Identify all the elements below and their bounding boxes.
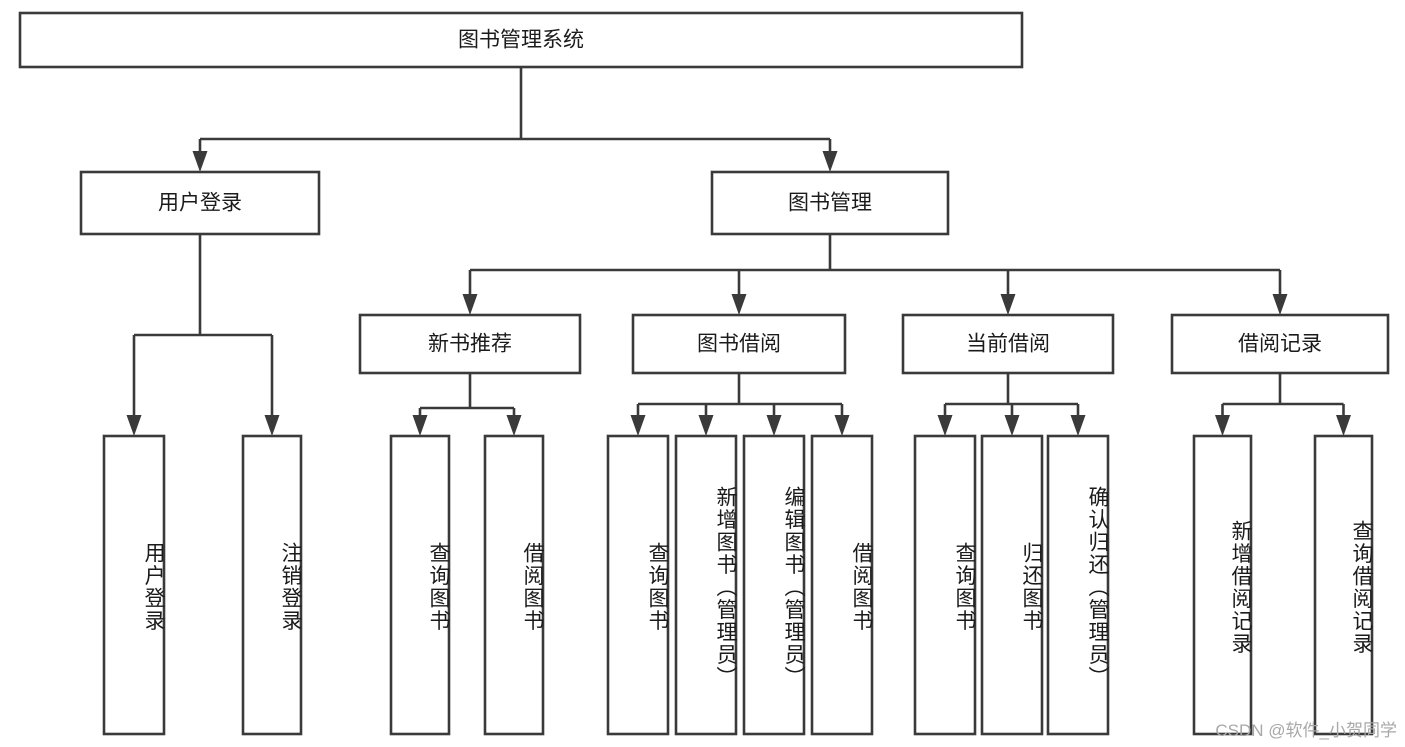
node-box-leaf-query-record[interactable] [1313, 434, 1374, 736]
node-box-leaf-query-book-1[interactable] [389, 434, 451, 736]
arrow-head-icon [834, 415, 850, 436]
node-box-book-manage[interactable] [710, 170, 950, 236]
arrow-head-icon [412, 415, 428, 436]
arrow-head-icon [937, 415, 953, 436]
node-box-root[interactable] [18, 11, 1024, 69]
arrow-head-icon [462, 294, 478, 315]
arrow-head-icon [1272, 294, 1288, 315]
arrow-head-icon [192, 151, 208, 172]
arrow-head-icon [1215, 415, 1230, 436]
node-box-leaf-query-book-2[interactable] [606, 434, 670, 736]
arrow-head-icon [766, 415, 782, 436]
node-label-book-manage: 图书管理 [788, 192, 872, 215]
arrow-head-icon [731, 294, 747, 315]
node-box-leaf-add-record[interactable] [1192, 434, 1253, 736]
node-box-user-login[interactable] [79, 170, 321, 236]
node-box-leaf-borrow-book-1[interactable] [483, 434, 545, 736]
arrow-head-icon [630, 415, 646, 436]
arrow-head-icon [506, 415, 522, 436]
node-box-new-book-rec[interactable] [358, 313, 582, 375]
node-box-leaf-add-book[interactable] [674, 434, 738, 736]
node-label-book-borrow: 图书借阅 [697, 333, 781, 356]
node-box-leaf-logout[interactable] [241, 434, 303, 736]
node-label-current-borrow: 当前借阅 [966, 333, 1050, 356]
arrow-head-icon [264, 415, 280, 436]
node-box-book-borrow[interactable] [631, 313, 847, 375]
arrow-head-icon [1336, 415, 1351, 436]
node-label-borrow-record: 借阅记录 [1238, 333, 1322, 356]
connector-lines [126, 67, 1351, 436]
node-box-borrow-record[interactable] [1170, 313, 1390, 375]
arrow-head-icon [1000, 294, 1016, 315]
arrow-head-icon [698, 415, 714, 436]
arrow-head-icon [1004, 415, 1020, 436]
arrow-head-icon [822, 151, 838, 172]
arrow-head-icon [1070, 415, 1086, 436]
node-box-leaf-confirm-return[interactable] [1046, 434, 1110, 736]
node-label-new-book-rec: 新书推荐 [428, 333, 512, 356]
csdn-watermark: CSDN @软件_小贺同学 [1215, 721, 1397, 740]
node-boxes [18, 11, 1390, 736]
node-box-leaf-user-login[interactable] [102, 434, 166, 736]
node-box-leaf-borrow-book-2[interactable] [810, 434, 874, 736]
node-label-root: 图书管理系统 [458, 29, 584, 52]
node-box-leaf-edit-book[interactable] [742, 434, 806, 736]
node-label-user-login: 用户登录 [158, 192, 242, 215]
node-box-current-borrow[interactable] [901, 313, 1115, 375]
arrow-head-icon [126, 415, 142, 436]
node-box-leaf-query-book-3[interactable] [913, 434, 977, 736]
node-box-leaf-return-book[interactable] [980, 434, 1044, 736]
